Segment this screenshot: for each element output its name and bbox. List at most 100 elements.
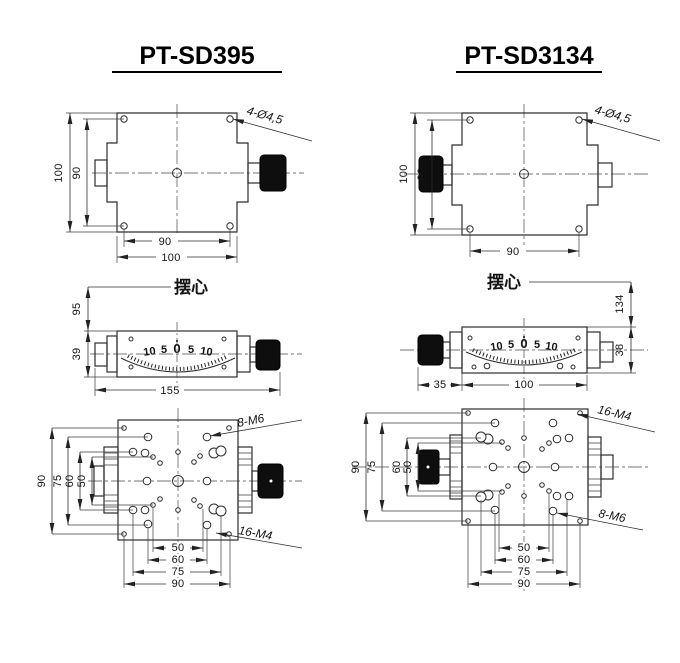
hole [483, 362, 491, 370]
hole [202, 520, 212, 530]
hole [191, 459, 197, 465]
dim-label: 90 [518, 578, 531, 590]
hole [140, 448, 150, 458]
dim-label: 50 [172, 542, 185, 554]
hole [215, 445, 227, 457]
hole [488, 462, 498, 472]
scale-num: 10 [545, 340, 559, 354]
right-ways [237, 446, 259, 514]
dim-label: 100 [53, 163, 65, 182]
hole [202, 432, 212, 442]
adjustment-knob [417, 334, 444, 366]
leader-line [209, 419, 303, 437]
hole [564, 491, 574, 501]
knob-dot [426, 465, 430, 469]
corner-holes [466, 116, 583, 233]
dim-label: 39 [71, 348, 83, 361]
plate-outline [106, 112, 249, 233]
hole [191, 497, 197, 503]
hole [221, 364, 227, 370]
dim-label: 75 [172, 566, 185, 578]
thread-callout-bottom: 8-M6 [597, 506, 627, 525]
hole [221, 336, 227, 342]
right-ways [587, 436, 614, 498]
knob-dot [269, 479, 273, 483]
dim-label: 90 [172, 578, 185, 590]
bottom-dim-chain: 50 60 75 90 [123, 508, 231, 590]
hole [539, 482, 545, 488]
dim-label: 60 [518, 554, 531, 566]
face-holes [467, 335, 581, 370]
dim-label: 90 [507, 246, 520, 258]
dim-label: 90 [350, 461, 362, 474]
dim-label: 155 [160, 385, 179, 397]
hole [521, 493, 527, 499]
hole [143, 519, 153, 529]
hole [550, 462, 560, 472]
scale-num: 0 [520, 336, 527, 351]
hole [128, 364, 134, 370]
hole [548, 506, 558, 516]
scale-ticks [472, 348, 576, 364]
dim-label: 134 [614, 294, 626, 313]
scale-num: 5 [161, 344, 167, 356]
dim-label: 50 [402, 461, 414, 474]
hole [157, 460, 163, 466]
hole [564, 433, 574, 443]
hole-callout: 4-Ø4,5 [593, 102, 632, 126]
hole [548, 418, 558, 428]
hole [505, 445, 511, 451]
scale-numbers: 10 5 0 5 10 [490, 336, 559, 354]
scale-num: 10 [490, 340, 504, 354]
left-ways [437, 434, 463, 500]
hole [499, 439, 505, 445]
left-dim-chain: 90 75 60 50 [36, 427, 153, 535]
center-mark [172, 168, 182, 178]
left-dim-chain: 90 75 60 50 [350, 412, 502, 522]
leader-line [576, 413, 656, 433]
dim-label: 95 [71, 303, 83, 316]
dim-label: 38 [614, 344, 626, 357]
sd395-drawing: PT-SD395 100 [36, 42, 313, 591]
sd3134-bottom-view: 16-M4 8-M6 90 75 60 50 [350, 398, 656, 591]
hole [475, 431, 487, 443]
adjustment-knob [255, 339, 281, 371]
hole [490, 505, 500, 515]
scale-num: 5 [534, 339, 540, 351]
sd3134-drawing: PT-SD3134 100 90 [350, 42, 661, 591]
hole [197, 503, 203, 509]
hole [556, 362, 564, 370]
dim-label: 60 [64, 475, 76, 488]
dim-label: 75 [518, 566, 531, 578]
dim-label: 100 [398, 164, 410, 183]
scale-ticks [127, 354, 229, 371]
dim-label: 60 [172, 554, 185, 566]
scale-num: 10 [143, 345, 157, 359]
plate-outline [451, 112, 599, 236]
center-mark [519, 169, 529, 179]
hole [226, 222, 234, 230]
hole [128, 336, 134, 342]
scale-num: 10 [200, 345, 214, 359]
right-shaft-block [599, 341, 614, 363]
dim-label: 75 [52, 475, 64, 488]
index-dot [176, 340, 178, 342]
hole [570, 364, 576, 370]
pivot-label: 摆心 [174, 277, 208, 298]
thread-callout-bottom: 16-M4 [237, 523, 273, 543]
center-mark [172, 475, 184, 487]
hole [467, 335, 473, 341]
hole [552, 434, 562, 444]
hole [577, 518, 583, 524]
dim-label: 60 [391, 461, 403, 474]
hole [157, 496, 163, 502]
hole [142, 476, 152, 486]
sd395-bottom-view: 8-M6 16-M4 90 75 60 50 [36, 408, 303, 591]
hole [226, 425, 232, 431]
sd3134-front-view: 10 5 0 5 10 摆心 134 38 35 100 [400, 272, 648, 391]
hole [471, 364, 477, 370]
hole [575, 335, 581, 341]
left-shaft-block [94, 159, 108, 187]
hole [175, 507, 181, 513]
